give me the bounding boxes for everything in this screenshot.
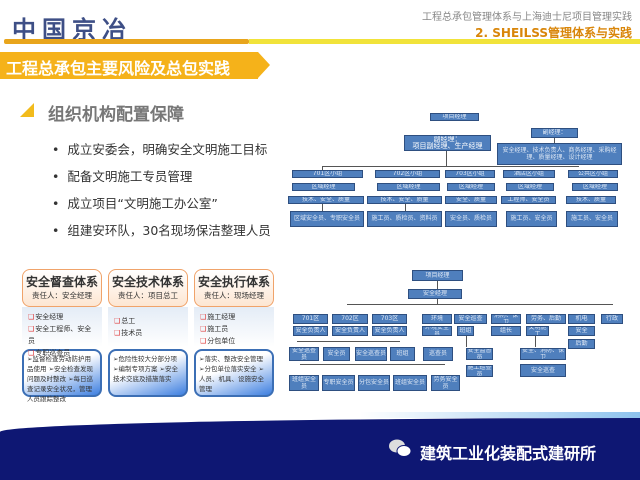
org-box: 后勤 — [568, 339, 595, 349]
org-box: 项目经理 — [430, 113, 479, 121]
org-box: 安全巡查员 — [355, 347, 387, 361]
org-box: 施工员、质检员、资料员 — [367, 211, 442, 227]
org-box: 班组安全员 — [289, 375, 319, 391]
card-item: 分包单位 — [200, 335, 268, 347]
org-box: 酒店区小组 — [503, 170, 555, 178]
org-box: 安全员、质检员 — [445, 211, 497, 227]
org-box: 区域经理 — [506, 183, 554, 191]
org-box: 区域经理 — [377, 183, 440, 191]
org-box: 702区小组 — [375, 170, 440, 178]
card-item: 总工 — [114, 315, 182, 327]
org-box: 班组安全员 — [393, 375, 427, 391]
org-box: 环境安全员 — [422, 326, 452, 336]
watermark-text: 建筑工业化装配式建研所 — [420, 444, 597, 463]
triangle-icon — [20, 103, 34, 117]
org-box: 分包安全员 — [358, 375, 390, 391]
card-title: 安全执行体系 — [197, 275, 270, 289]
org-box: 公共区小组 — [568, 170, 618, 178]
org-box: 行政 — [601, 314, 623, 324]
org-box: 703区小组 — [445, 170, 495, 178]
bullet-item: 组建安环队，30名现场保洁整理人员 — [52, 220, 270, 239]
org-box: 机电 — [568, 314, 595, 324]
card-notes: ➢落实、整改安全管理 ➢分包单位落实安全 ➢人员、机具、设施安全管理 — [194, 349, 274, 397]
bullet-item: 配备文明施工专员管理 — [52, 166, 192, 185]
org-box: 施工员、安全员 — [506, 211, 557, 227]
org-box: 安全、质量 — [445, 196, 497, 204]
org-box: 安全监督员 — [466, 348, 493, 360]
card-item: 施工员 — [200, 323, 268, 335]
org-box: 安全巡查 — [520, 364, 566, 377]
org-box: 701区小组 — [292, 170, 363, 178]
bullet-item: 成立项目“文明施工办公室” — [52, 193, 217, 212]
org-box: 区域经理 — [447, 183, 495, 191]
org-box: 安全巡查员 — [289, 347, 319, 361]
org-box: 环境 — [422, 314, 452, 324]
card-notes: ➢危险性较大分部分项 ➢编制专项方案 ➢安全技术交底及措施落实 — [108, 349, 188, 397]
card-owner: 责任人：安全经理 — [32, 291, 92, 300]
org-box: 专职安全员 — [322, 375, 355, 391]
header-divider-2 — [249, 39, 640, 44]
org-box: 消防、保卫 — [491, 314, 521, 324]
card-item: 安全经理 — [28, 311, 96, 323]
card-item: 施工经理 — [200, 311, 268, 323]
bullet-item: 成立安委会，明确安全文明施工目标 — [52, 139, 267, 158]
org-box: 区域经理 — [292, 183, 355, 191]
org-box: 技术、安全、质量 — [367, 196, 442, 204]
org-box: 区域经理 — [572, 183, 618, 191]
slide-subtitle: 工程总承包管理体系与上海迪士尼项目管理实践 — [422, 12, 632, 23]
wechat-icon — [389, 439, 412, 457]
topic-banner: 工程总承包主要风险及总包实践 — [0, 52, 270, 79]
org-box: 安全巡查 — [454, 314, 487, 324]
org-box: 劳务安全员 — [431, 375, 460, 391]
org-box: 区域安全员、专职安全员 — [290, 211, 364, 227]
card-owner: 责任人：项目总工 — [118, 291, 178, 300]
header-divider — [4, 39, 249, 44]
section-title: 组织机构配置保障 — [48, 105, 184, 125]
org-box: 安全 — [568, 326, 595, 336]
org-box: 702区 — [332, 314, 368, 324]
org-box: 项目经理 — [412, 270, 463, 281]
org-box: 安全员 — [323, 347, 350, 361]
org-box: 技术、安全、质量 — [288, 196, 364, 204]
org-box: 安全负责人 — [332, 326, 368, 336]
org-box: 副经理： — [531, 128, 578, 138]
org-box: 703区 — [372, 314, 407, 324]
org-box: 班组 — [390, 347, 415, 361]
org-box: 施工员、安全员 — [566, 211, 618, 227]
topic-banner-text: 工程总承包主要风险及总包实践 — [6, 59, 231, 78]
card-item: 专职巡查员 — [28, 347, 96, 359]
org-box: 组长 — [491, 326, 521, 336]
org-box: 安全负责人 — [293, 326, 328, 336]
card-owner: 责任人：现场经理 — [204, 291, 264, 300]
org-box: 安全、消防、保卫 — [520, 348, 566, 360]
org-box: 技术、质量 — [566, 196, 616, 204]
card-title: 安全督查体系 — [25, 275, 98, 289]
org-box: 副经理：项目副经理、生产经理 — [404, 135, 491, 151]
org-box: 701区 — [293, 314, 328, 324]
card-item: 安全工程师、安全员 — [28, 323, 96, 347]
org-box: 文明施工 — [526, 326, 549, 336]
footer-bar — [0, 412, 640, 480]
org-box: 安全负责人 — [372, 326, 407, 336]
org-box: 巡查员 — [423, 347, 453, 361]
card-item: 技术员 — [114, 327, 182, 339]
org-box: 施工巡查员 — [466, 365, 493, 377]
card-title: 安全技术体系 — [111, 275, 184, 289]
org-box-label: 项目副经理、生产经理 — [412, 142, 483, 150]
org-box: 班组 — [457, 326, 474, 336]
org-box: 劳务、后勤 — [526, 314, 566, 324]
org-box: 安全经理 — [408, 289, 462, 299]
org-box: 工程师、安全员 — [501, 196, 556, 204]
section-label: 2. SHEILSS管理体系与实践 — [475, 26, 632, 40]
org-box-label: 副经理： — [433, 135, 462, 143]
card-notes: ➢监督检查劳动防护用品使用 ➢安全检查发现问题及时整改 ➢每日巡查记录安全状况，… — [22, 349, 102, 403]
org-box: 安全经理、技术负责人、商务经理、采购经理、质量经理、设计经理 — [497, 143, 622, 165]
